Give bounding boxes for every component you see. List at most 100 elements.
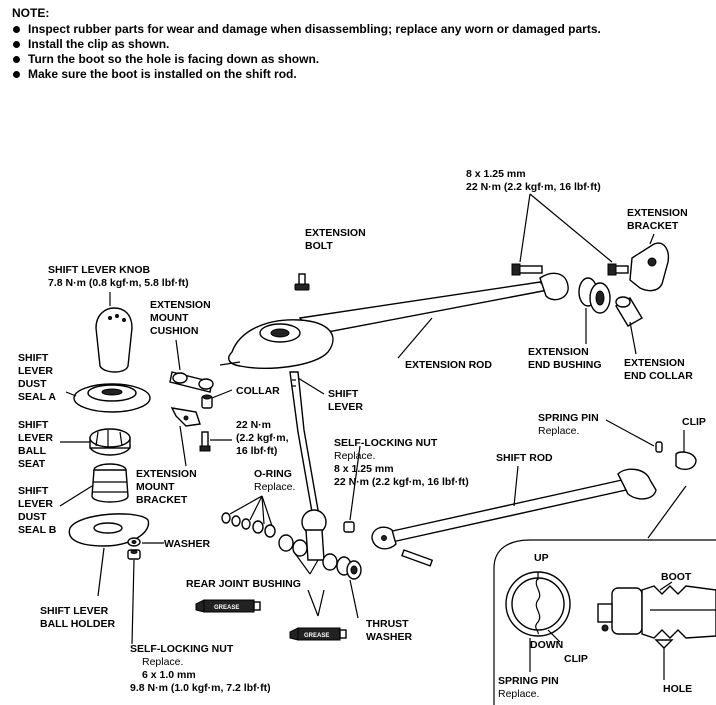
extension-mount-bracket-part — [170, 407, 201, 427]
extension-mount-cushion-label: MOUNT — [150, 312, 189, 324]
extension-bolt-part — [294, 273, 310, 291]
bracket-torque-label: 16 lbf·ft) — [236, 445, 277, 457]
shift-rod-part — [371, 468, 657, 567]
dust-seal-b-label: LEVER — [18, 498, 53, 510]
extension-bracket-label: EXTENSION — [627, 207, 688, 219]
shift-lever-knob-torque-label: 7.8 N·m (0.8 kgf·m, 5.8 lbf·ft) — [48, 277, 189, 289]
self-locking-nut-bottom-note: Replace. — [142, 656, 183, 668]
notes-list: Inspect rubber parts for wear and damage… — [12, 22, 601, 82]
extension-end-collar-label: END COLLAR — [624, 370, 693, 382]
o-rings-part — [221, 512, 276, 538]
self-locking-nut-mid-torque: 22 N·m (2.2 kgf·m, 16 lbf·ft) — [334, 476, 469, 488]
inset-clip-label: CLIP — [564, 653, 588, 665]
detail-inset — [493, 485, 716, 705]
spring-pin-top-note: Replace. — [538, 425, 579, 437]
rear-joint-bushing-part — [278, 534, 338, 571]
dust-seal-a-label: SHIFT — [18, 352, 49, 364]
shift-lever-ball-seat-part — [89, 428, 131, 456]
shift-lever-knob-part — [95, 307, 133, 373]
extension-end-bushing-label: END BUSHING — [528, 359, 602, 371]
shift-lever-part — [289, 371, 327, 561]
self-locking-nut-mid-part — [343, 521, 355, 533]
self-locking-nut-bottom-part — [127, 549, 141, 560]
ball-seat-label: LEVER — [18, 432, 53, 444]
rear-joint-bushing-label: REAR JOINT BUSHING — [186, 578, 301, 590]
clip-top-label: CLIP — [682, 416, 706, 428]
bracket-bolt-part — [199, 431, 211, 452]
extension-end-collar-part — [615, 296, 643, 327]
callout-labels: 8 x 1.25 mm 22 N·m (2.2 kgf·m, 16 lbf·ft… — [18, 168, 706, 700]
self-locking-nut-bottom-label: SELF-LOCKING NUT — [130, 643, 234, 655]
self-locking-nut-mid-size: 8 x 1.25 mm — [334, 463, 394, 475]
self-locking-nut-bottom-torque: 9.8 N·m (1.0 kgf·m, 7.2 lbf·ft) — [130, 682, 271, 694]
collar-part — [201, 394, 213, 409]
shift-lever-label: LEVER — [328, 401, 363, 413]
extension-end-collar-label: EXTENSION — [624, 357, 685, 369]
dust-seal-a-label: DUST — [18, 378, 47, 390]
bracket-torque-label: 22 N·m — [236, 419, 271, 431]
shift-lever-dust-seal-a-part — [73, 383, 151, 413]
extension-mount-cushion-label: CUSHION — [150, 325, 198, 337]
bullet-icon — [13, 71, 20, 78]
notes-title: NOTE: — [12, 6, 50, 20]
extension-rod-part — [219, 272, 569, 369]
shift-lever-dust-seal-b-part — [91, 463, 129, 503]
note-item: Make sure the boot is installed on the s… — [12, 67, 601, 82]
dust-seal-b-label: DUST — [18, 511, 47, 523]
self-locking-nut-mid-label: SELF-LOCKING NUT — [334, 437, 438, 449]
note-text: Inspect rubber parts for wear and damage… — [28, 22, 601, 36]
top-bolt-torque-label: 22 N·m (2.2 kgf·m, 16 lbf·ft) — [466, 181, 601, 193]
inset-boot-label: BOOT — [661, 571, 692, 583]
ball-seat-label: BALL — [18, 445, 47, 457]
extension-end-bushing-part — [578, 277, 611, 314]
ball-seat-label: SEAT — [18, 458, 46, 470]
washer-part — [127, 537, 141, 547]
grease-label: GREASE — [304, 633, 329, 639]
inset-up-label: UP — [534, 552, 549, 564]
bullet-icon — [13, 56, 20, 63]
ball-holder-label: BALL HOLDER — [40, 618, 115, 630]
extension-end-bushing-label: EXTENSION — [528, 346, 589, 358]
ball-seat-label: SHIFT — [18, 419, 49, 431]
clip-top-part — [675, 451, 697, 471]
extension-bracket-part — [629, 242, 670, 292]
shift-lever-ball-holder-part — [68, 513, 150, 547]
extension-bracket-label: BRACKET — [627, 220, 679, 232]
grease-tube-lower: GREASE — [289, 627, 347, 641]
extension-bolt-label: EXTENSION — [305, 227, 366, 239]
grease-label: GREASE — [214, 605, 239, 611]
inset-spring-pin-note: Replace. — [498, 688, 539, 700]
spring-pin-top-part — [655, 441, 663, 453]
notes-block: NOTE: Inspect rubber parts for wear and … — [12, 6, 601, 82]
ball-holder-label: SHIFT LEVER — [40, 605, 109, 617]
note-item: Install the clip as shown. — [12, 37, 601, 52]
self-locking-nut-mid-note: Replace. — [334, 450, 375, 462]
dust-seal-a-label: LEVER — [18, 365, 53, 377]
dust-seal-b-label: SHIFT — [18, 485, 49, 497]
bracket-torque-label: (2.2 kgf·m, — [236, 432, 289, 444]
washer-label: WASHER — [164, 538, 211, 550]
grease-tube-upper: GREASE — [195, 599, 261, 613]
bullet-icon — [13, 26, 20, 33]
thrust-washer-part — [336, 556, 362, 580]
thrust-washer-label: WASHER — [366, 631, 413, 643]
self-locking-nut-bottom-size: 6 x 1.0 mm — [142, 669, 196, 681]
dust-seal-a-label: SEAL A — [18, 391, 56, 403]
inset-spring-pin-label: SPRING PIN — [498, 675, 559, 687]
shift-rod-label: SHIFT ROD — [496, 452, 553, 464]
extension-mount-cushion-part — [169, 371, 214, 393]
shift-lever-knob-label: SHIFT LEVER KNOB — [48, 264, 151, 276]
note-item: Turn the boot so the hole is facing down… — [12, 52, 601, 67]
extension-mount-bracket-label: BRACKET — [136, 494, 188, 506]
shift-lever-label: SHIFT — [328, 388, 359, 400]
dust-seal-b-label: SEAL B — [18, 524, 57, 536]
top-bolts-part — [511, 263, 629, 276]
note-text: Turn the boot so the hole is facing down… — [28, 52, 320, 66]
top-bolt-size-label: 8 x 1.25 mm — [466, 168, 526, 180]
o-ring-note: Replace. — [254, 481, 295, 493]
note-text: Install the clip as shown. — [28, 37, 170, 51]
extension-mount-cushion-label: EXTENSION — [150, 299, 211, 311]
extension-bolt-label: BOLT — [305, 240, 333, 252]
